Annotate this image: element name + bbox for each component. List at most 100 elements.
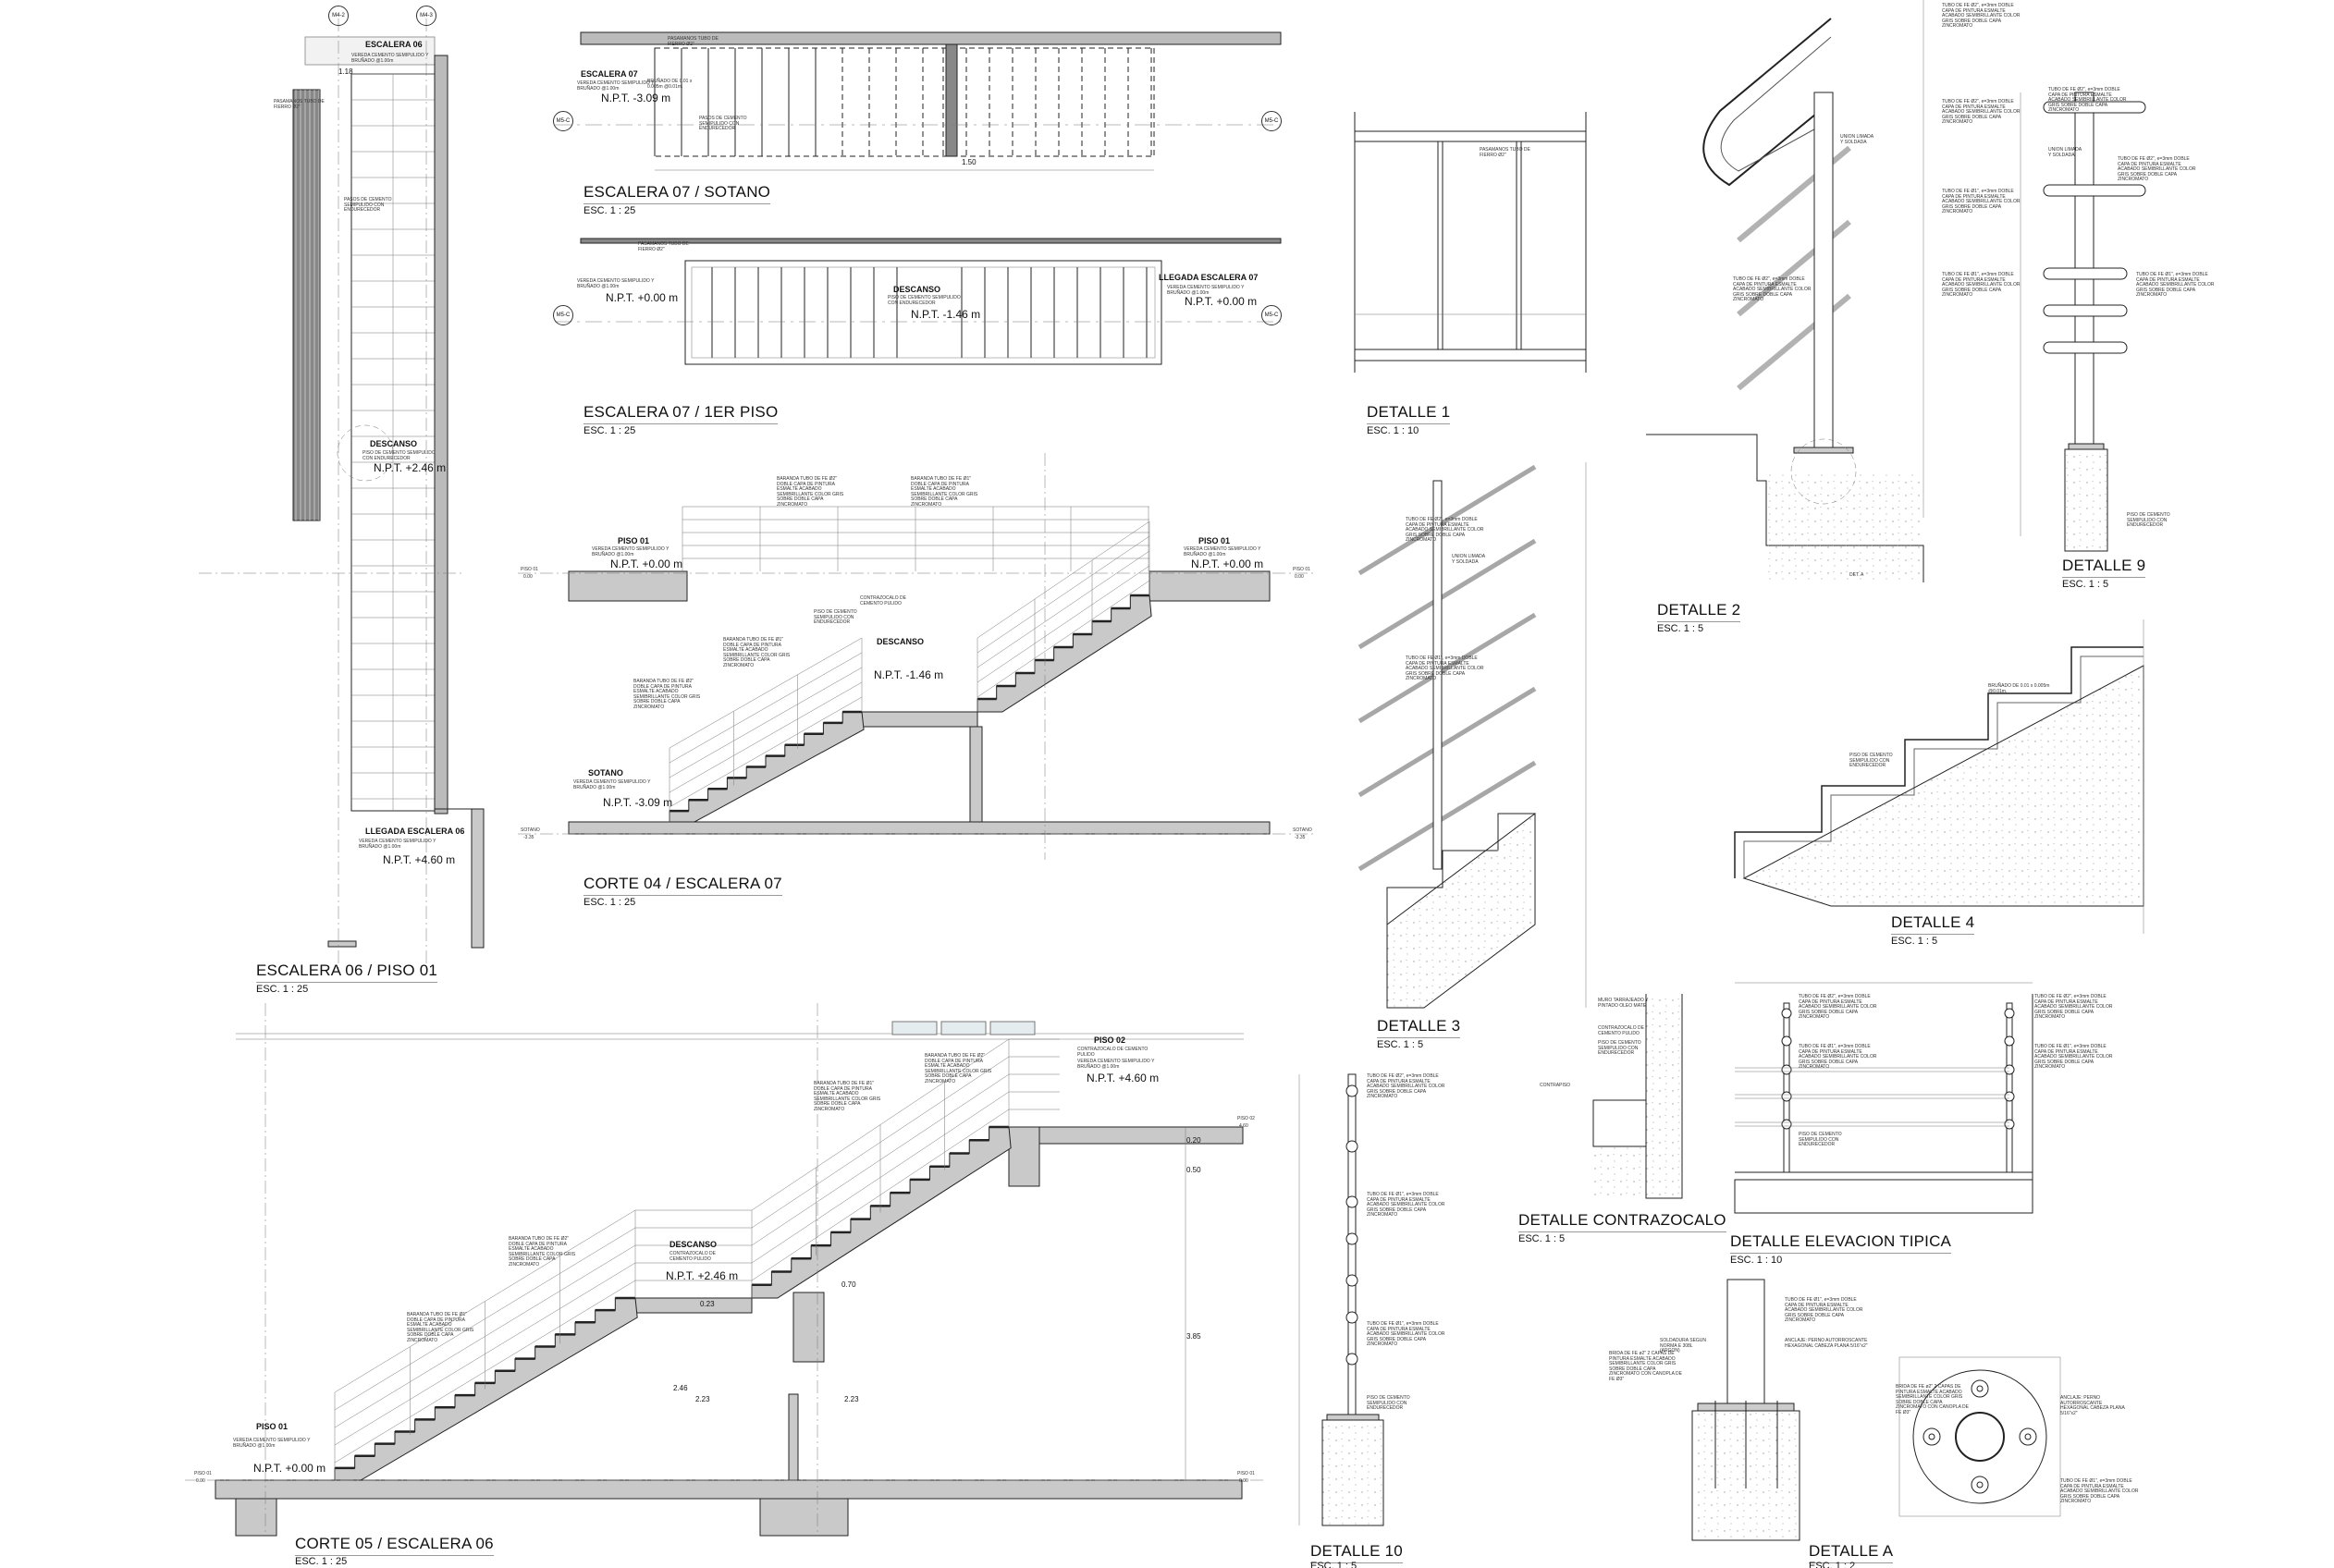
- view-scale: ESC. 1 : 25: [295, 1556, 348, 1567]
- column: [945, 43, 958, 157]
- tube-plan: [1955, 1412, 2005, 1462]
- dimension: 3.85: [1186, 1332, 1201, 1341]
- base-plate: [1326, 1414, 1380, 1421]
- level-npt: N.P.T. +2.46 m: [374, 461, 447, 474]
- stair-outline: [654, 47, 1155, 157]
- railing-bar: [1357, 464, 1537, 576]
- annotation: BARANDA TUBO DE FE Ø1" DOBLE CAPA DE PIN…: [407, 1312, 474, 1343]
- dimension: 1.18: [338, 67, 353, 76]
- level-marker: PISO 01: [1293, 567, 1310, 572]
- annotation: SOLDADURA SEGUN NORMA E 308L (ARGON): [1660, 1338, 1707, 1354]
- annotation: PASAMANOS TUBO DE FIERRO Ø2": [1480, 147, 1530, 158]
- annotation: TUBO DE FE Ø2", e=3mm DOBLE CAPA DE PINT…: [1367, 1073, 1445, 1099]
- dimension: 2.46: [673, 1384, 688, 1392]
- existing-wall: [304, 36, 436, 66]
- annotation: TUBO DE FE Ø1", e=3mm DOBLE CAPA DE PINT…: [2136, 272, 2215, 298]
- view-scale: ESC. 1 : 25: [584, 205, 636, 216]
- level-marker: PISO 01: [521, 567, 538, 572]
- anchor-bolt-plan: [1976, 1481, 1984, 1488]
- railing-bar: [1357, 538, 1537, 650]
- rail-section: [1345, 1140, 1358, 1153]
- annotation: PASOS DE CEMENTO SEMIPULIDO CON ENDURECE…: [699, 116, 747, 131]
- view-title-detalle3: DETALLE 3: [1377, 1017, 1461, 1038]
- concrete-fill: [1766, 472, 1923, 582]
- annotation: TUBO DE FE Ø2", e=3mm DOBLE CAPA DE PINT…: [2048, 87, 2127, 113]
- concrete-fill: [1646, 998, 1682, 1198]
- railing-post: [2006, 1002, 2013, 1173]
- annotation: TUBO DE FE Ø1", e=3mm DOBLE CAPA DE PINT…: [1367, 1192, 1445, 1218]
- level-marker-value: -3.35: [1295, 835, 1306, 840]
- dimension: 0.70: [841, 1280, 856, 1289]
- footing: [235, 1498, 277, 1537]
- concrete-fill: [1321, 1419, 1384, 1526]
- annotation: PISO DE CEMENTO SEMIPULIDO CON ENDURECED…: [1367, 1395, 1410, 1411]
- railing-bar: [977, 550, 1150, 668]
- view-scale: ESC. 1 : 5: [1657, 623, 1704, 634]
- level-npt: N.P.T. +0.00 m: [1185, 295, 1258, 308]
- floor-slab: [215, 1479, 1243, 1500]
- view-title-detalle4: DETALLE 4: [1891, 913, 1975, 935]
- stair-flight: [977, 594, 1152, 713]
- level-npt: N.P.T. -3.09 m: [603, 796, 673, 809]
- column: [969, 726, 983, 823]
- annotation: ANCLAJE: PERNO AUTORROSCANTE HEXAGONAL C…: [1785, 1338, 1868, 1349]
- annotation: TUBO DE FE Ø1", e=3mm DOBLE CAPA DE PINT…: [1942, 272, 2021, 298]
- slab-edge: [580, 31, 1282, 45]
- railing-bar: [1357, 686, 1537, 798]
- annotation: TUBO DE FE Ø2", e=3mm DOBLE CAPA DE PINT…: [1942, 3, 2021, 29]
- grid-axis-bubble: M5-C: [553, 111, 573, 131]
- grid-axis-bubble: M5-C: [1261, 305, 1282, 325]
- level-marker: PISO 02: [1237, 1116, 1255, 1121]
- annotation: PASAMANOS TUBO DE FIERRO Ø2": [274, 99, 325, 110]
- rail-section: [1345, 1311, 1358, 1324]
- view-title-detalle10: DETALLE 10: [1310, 1542, 1403, 1563]
- base-plate: [1793, 447, 1854, 454]
- view-title-detalle-contrazocalo: DETALLE CONTRAZOCALO: [1518, 1211, 1726, 1232]
- railing-bar: [977, 580, 1150, 698]
- view-title-corte05: CORTE 05 / ESCALERA 06: [295, 1535, 494, 1556]
- dimension: 0.20: [1186, 1136, 1201, 1145]
- rail-section: [1781, 1091, 1792, 1102]
- view-scale: ESC. 1 : 5: [1377, 1039, 1424, 1050]
- handrail-curved: [1720, 36, 1832, 172]
- level-marker-value: 0.00: [1295, 574, 1304, 580]
- rail-section: [1345, 1084, 1358, 1097]
- anchor-bolt-plan: [1971, 1476, 1989, 1494]
- railing-bar: [1357, 760, 1537, 872]
- view-scale: ESC. 1 : 10: [1730, 1255, 1783, 1266]
- rail-section: [1781, 1035, 1792, 1047]
- floor-label: SOTANO: [588, 768, 623, 778]
- level-npt: N.P.T. +2.46 m: [666, 1269, 739, 1282]
- annotation: TUBO DE FE Ø2", e=3mm DOBLE CAPA DE PINT…: [1406, 517, 1484, 543]
- level-npt: N.P.T. +4.60 m: [383, 853, 456, 866]
- concrete-fill: [1593, 1146, 1646, 1198]
- dimension: 2.23: [844, 1395, 859, 1403]
- annotation: BARANDA TUBO DE FE Ø1" DOBLE CAPA DE PIN…: [814, 1081, 881, 1112]
- footing: [759, 1498, 849, 1537]
- annotation: PISO DE CEMENTO SEMIPULIDO CON ENDURECED…: [814, 609, 857, 625]
- annotation: BARANDA TUBO DE FE Ø2" DOBLE CAPA DE PIN…: [777, 476, 844, 508]
- landing-label: DESCANSO: [669, 1240, 718, 1249]
- view-scale: ESC. 1 : 25: [256, 984, 309, 995]
- annotation: VEREDA CEMENTO SEMIPULIDO Y BRUÑADO @1.0…: [351, 53, 429, 64]
- railing-bar: [669, 667, 863, 778]
- grid-axis-bubble: M5-C: [553, 305, 573, 325]
- annotation: VEREDA CEMENTO SEMIPULIDO Y BRUÑADO @1.0…: [359, 839, 436, 850]
- annotation: CONTRAZOCALO DE CEMENTO PULIDO: [860, 595, 907, 606]
- anchor-bolt-plan: [1971, 1379, 1989, 1398]
- view-title-detalle-elevacion: DETALLE ELEVACION TIPICA: [1730, 1232, 1952, 1254]
- rail-section: [2004, 1091, 2015, 1102]
- window: [940, 1021, 987, 1035]
- railing-bar: [2043, 304, 2128, 317]
- level-npt: N.P.T. +0.00 m: [1191, 557, 1264, 570]
- railing-bar: [669, 681, 863, 793]
- railing-post: [1783, 1002, 1790, 1173]
- annotation: VEREDA CEMENTO SEMIPULIDO Y BRUÑADO @1.0…: [577, 80, 655, 92]
- concrete-fill: [2064, 448, 2108, 552]
- step-finish: [1743, 655, 2144, 878]
- view-title-detalle2: DETALLE 2: [1657, 601, 1741, 622]
- annotation: CONTRAZOCALO DE CEMENTO PULIDO: [669, 1251, 717, 1262]
- anchor-bolt-plan: [1976, 1385, 1984, 1392]
- annotation: TUBO DE FE Ø1", e=3mm DOBLE CAPA DE PINT…: [2034, 1044, 2113, 1070]
